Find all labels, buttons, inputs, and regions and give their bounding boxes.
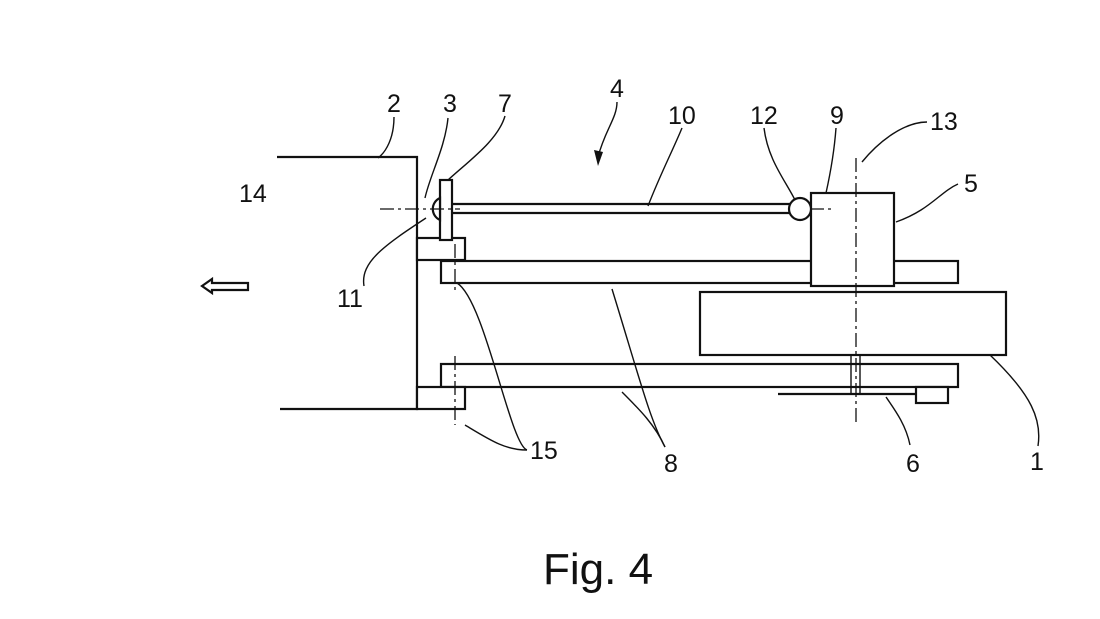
- figure-caption: Fig. 4: [543, 545, 653, 594]
- label-10: 10: [668, 102, 696, 130]
- housing-part-2: [277, 155, 419, 411]
- arrow-4: [594, 101, 618, 166]
- ball-joint-part-12: [787, 196, 813, 222]
- direction-arrow-14: [200, 276, 250, 296]
- label-2: 2: [387, 90, 401, 118]
- reference-labels: 2 3 7 4 10 12 9 13 5 14 11 15 8 6 1: [239, 75, 1044, 478]
- label-15: 15: [530, 437, 558, 465]
- mount-upper-left: [415, 236, 467, 262]
- carriage-block-part-5: [809, 191, 896, 288]
- label-9: 9: [830, 102, 844, 130]
- label-13: 13: [930, 108, 958, 136]
- label-4: 4: [610, 75, 624, 103]
- label-5: 5: [964, 170, 978, 198]
- label-7: 7: [498, 90, 512, 118]
- base-block-part-1: [698, 290, 1008, 357]
- bottom-plate-part-6: [778, 385, 950, 405]
- label-3: 3: [443, 90, 457, 118]
- label-11: 11: [337, 285, 363, 313]
- axis-pin: [850, 356, 861, 395]
- rod-part-10: [452, 202, 790, 215]
- plate-part-7: [438, 178, 454, 242]
- label-1: 1: [1030, 448, 1044, 476]
- mount-lower-left: [415, 385, 467, 411]
- leader-lines: [362, 115, 1040, 451]
- label-6: 6: [906, 450, 920, 478]
- label-8: 8: [664, 450, 678, 478]
- rail-lower: [439, 362, 960, 389]
- center-lines: [380, 158, 857, 425]
- label-14: 14: [239, 180, 267, 208]
- label-12: 12: [750, 102, 778, 130]
